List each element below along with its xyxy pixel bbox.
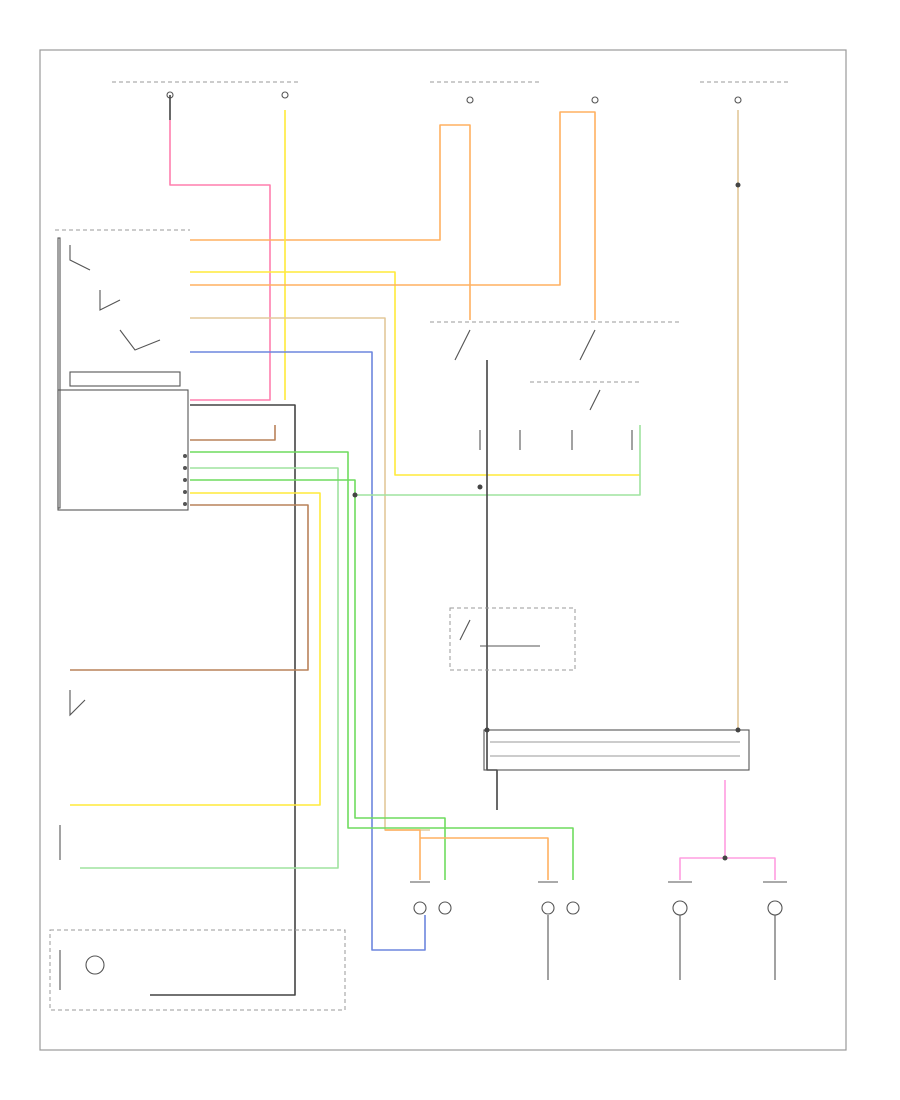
wire-green-3 bbox=[190, 479, 446, 880]
circuit-breaker bbox=[466, 96, 474, 104]
trunk-sensor bbox=[69, 690, 86, 717]
lamp-front-left-1 bbox=[410, 881, 430, 915]
wire-orange-tail bbox=[190, 111, 596, 320]
wire-yellow-left bbox=[70, 492, 321, 806]
lamp-front-right-2 bbox=[566, 901, 580, 915]
turn-signal-switch bbox=[483, 729, 750, 771]
wire-orange-lamps bbox=[385, 829, 549, 880]
lamp-front-left-2 bbox=[438, 901, 452, 915]
wire-blue bbox=[190, 351, 426, 951]
instrument-cluster bbox=[49, 929, 346, 1011]
wire-green-1 bbox=[190, 451, 574, 880]
wire-green-2 bbox=[80, 467, 339, 869]
wire-brown bbox=[190, 425, 276, 441]
ground-lines bbox=[547, 915, 776, 980]
wire-yellow-hazard bbox=[190, 110, 640, 476]
multifunction-switch bbox=[430, 321, 680, 450]
splice-points bbox=[352, 182, 741, 861]
fuse-turn bbox=[734, 96, 742, 104]
wire-pink-stop bbox=[169, 120, 271, 401]
wire-tan bbox=[190, 317, 430, 831]
wire-black-bundle bbox=[150, 404, 296, 996]
fuse-hazard bbox=[281, 91, 289, 99]
wire-brown-left bbox=[70, 504, 309, 671]
wire-green-4 bbox=[355, 425, 641, 496]
security-control-module bbox=[55, 229, 190, 511]
lamp-rear-left bbox=[668, 881, 692, 916]
fuse-tail-lamp bbox=[591, 96, 599, 104]
lamp-front-right-1 bbox=[538, 881, 558, 915]
fuse-block-top bbox=[112, 81, 790, 104]
lamp-rear-right bbox=[763, 881, 787, 916]
wire-orange-cb bbox=[190, 124, 471, 320]
wire-light-pink-rear bbox=[679, 780, 776, 880]
hazard-flasher bbox=[449, 607, 576, 671]
diagram-frame bbox=[39, 49, 847, 1051]
